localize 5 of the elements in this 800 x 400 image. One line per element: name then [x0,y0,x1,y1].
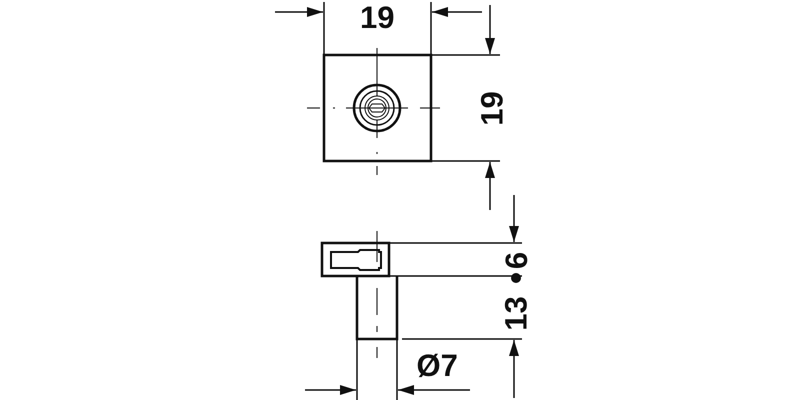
dimension-value: 19 [476,90,508,126]
dimension-value: 6 [500,251,532,269]
dimension-value: 19 [360,2,394,32]
dimension-value: Ø7 [416,350,458,380]
dimension-value: 13 [500,296,532,330]
